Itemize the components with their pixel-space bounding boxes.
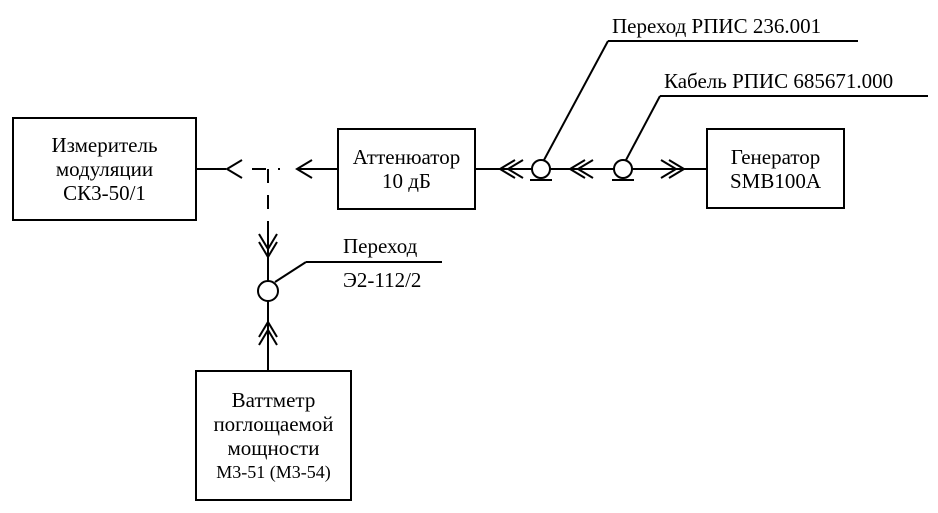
leader-line xyxy=(274,261,307,283)
arrow-head xyxy=(258,320,278,338)
generator-line2: SMB100A xyxy=(729,168,822,193)
adapter-e2-label-line1: Переход xyxy=(343,234,418,258)
arrow-head xyxy=(660,159,678,179)
wattmeter-block: Ваттметр поглощаемой мощности М3-51 (М3-… xyxy=(195,370,352,501)
attenuator-block: Аттенюатор 10 дБ xyxy=(337,128,476,210)
cable-rpis-label: Кабель РПИС 685671.000 xyxy=(664,69,894,93)
adapter-rpis-label: Переход РПИС 236.001 xyxy=(612,14,822,38)
leader-line xyxy=(543,40,609,161)
attenuator-line1: Аттенюатор xyxy=(352,145,461,169)
adapter-e2-label-line2: Э2-112/2 xyxy=(343,268,422,292)
meter-line1: Измеритель xyxy=(51,133,158,157)
arrow-head xyxy=(258,328,278,346)
arrow-head xyxy=(668,159,686,179)
arrow-head xyxy=(225,159,243,179)
wattmeter-line1: Ваттметр xyxy=(231,387,316,412)
wattmeter-line4: М3-51 (М3-54) xyxy=(216,461,331,482)
arrow-head xyxy=(568,159,586,179)
wattmeter-line3: мощности xyxy=(227,435,320,460)
generator-line1: Генератор xyxy=(730,144,821,169)
adapter-rpis-shape xyxy=(531,159,552,179)
wattmeter-line2: поглощаемой xyxy=(213,411,334,436)
leader-line xyxy=(625,95,661,161)
meter-block: Измеритель модуляции СК3-50/1 xyxy=(12,117,197,221)
meter-line2: модуляции xyxy=(55,157,154,181)
cable-rpis-shape xyxy=(613,159,634,179)
adapter-circle xyxy=(257,280,279,302)
meter-line3: СК3-50/1 xyxy=(63,181,146,205)
arrow-head xyxy=(498,159,516,179)
generator-block: Генератор SMB100A xyxy=(706,128,845,209)
arrow-head xyxy=(506,159,524,179)
attenuator-line2: 10 дБ xyxy=(382,169,431,193)
arrow-head xyxy=(576,159,594,179)
